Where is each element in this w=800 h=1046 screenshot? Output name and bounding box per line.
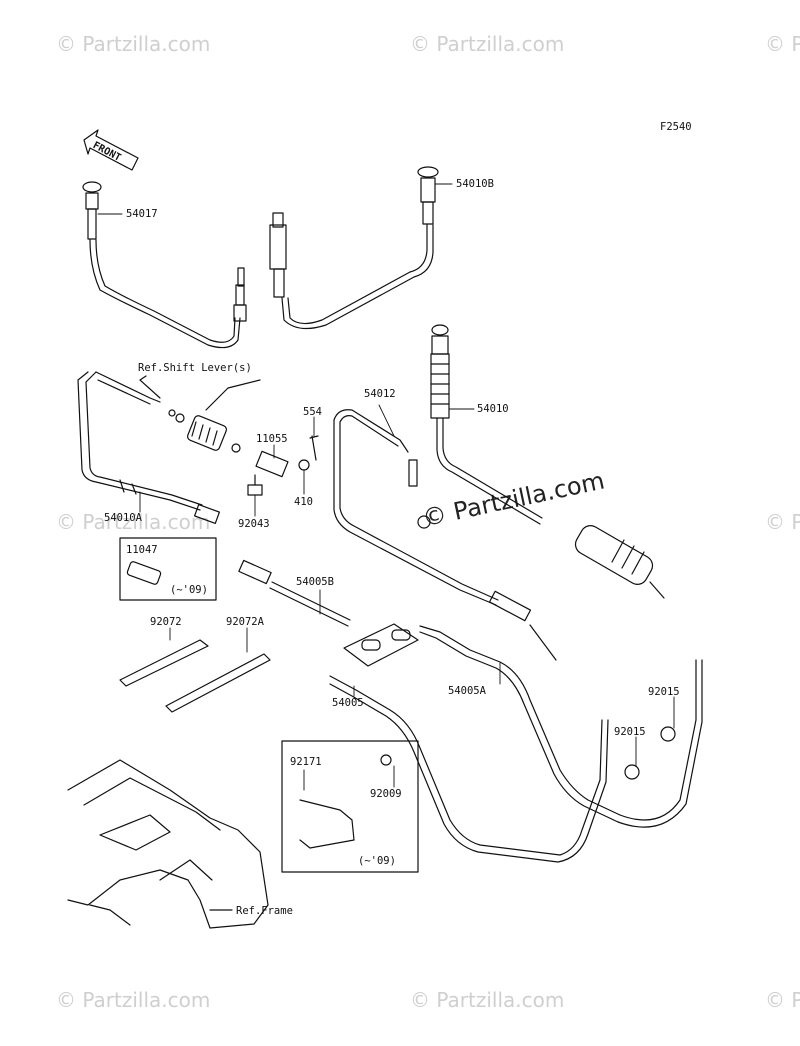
leader-lines bbox=[97, 183, 675, 911]
tie-92072a bbox=[165, 653, 271, 713]
cable-54005a bbox=[419, 625, 703, 828]
part-label-410: 410 bbox=[294, 496, 313, 508]
watermark: © Partzilla.com bbox=[765, 32, 800, 56]
watermark: © Partzilla.com bbox=[56, 988, 211, 1012]
part-label-54012: 54012 bbox=[364, 388, 396, 400]
tie-92072 bbox=[119, 639, 209, 687]
frame-reference bbox=[67, 759, 269, 929]
part-label-554: 554 bbox=[303, 406, 322, 418]
cable-54005 bbox=[329, 675, 609, 863]
cable-54010a bbox=[77, 371, 220, 525]
part-label-92072: 92072 bbox=[150, 616, 182, 628]
part-label-92009: 92009 bbox=[370, 788, 402, 800]
watermark: © Partzilla.com bbox=[765, 988, 800, 1012]
ref-frame: Ref.Frame bbox=[236, 905, 293, 917]
cable-54012 bbox=[333, 409, 557, 661]
cable-54010b bbox=[269, 166, 439, 330]
part-label-92072a: 92072A bbox=[226, 616, 264, 628]
watermark: © Partzilla.com bbox=[56, 32, 211, 56]
part-label-54005: 54005 bbox=[332, 697, 364, 709]
watermark: © Partzilla.com bbox=[56, 510, 211, 534]
note-until-09: (~'09) bbox=[170, 584, 208, 596]
box-92171 bbox=[281, 740, 419, 873]
watermark: © Partzilla.com bbox=[765, 510, 800, 534]
part-label-92043: 92043 bbox=[238, 518, 270, 530]
clamp-92015-lower bbox=[624, 764, 640, 780]
clamp-92015-upper bbox=[660, 726, 676, 742]
part-label-11055: 11055 bbox=[256, 433, 288, 445]
cable-bracket bbox=[343, 623, 419, 667]
part-label-54005a: 54005A bbox=[448, 685, 486, 697]
part-label-54010b: 54010B bbox=[456, 178, 494, 190]
figure-code: F2540 bbox=[660, 121, 692, 133]
ref-shift-lever: Ref.Shift Lever(s) bbox=[138, 362, 252, 374]
part-label-54010: 54010 bbox=[477, 403, 509, 415]
cable-54010 bbox=[430, 324, 665, 599]
note-until-09-b: (~'09) bbox=[358, 855, 396, 867]
watermark: © Partzilla.com bbox=[410, 32, 565, 56]
part-label-92171: 92171 bbox=[290, 756, 322, 768]
part-label-11047: 11047 bbox=[126, 544, 158, 556]
part-label-54005b: 54005B bbox=[296, 576, 334, 588]
cable-54005b bbox=[238, 559, 351, 627]
part-label-54017: 54017 bbox=[126, 208, 158, 220]
cable-54017 bbox=[82, 181, 247, 349]
part-label-92015-lower: 92015 bbox=[614, 726, 646, 738]
watermark: © Partzilla.com bbox=[410, 988, 565, 1012]
box-11047 bbox=[119, 537, 217, 601]
part-label-92015-upper: 92015 bbox=[648, 686, 680, 698]
part-label-54010a: 54010A bbox=[104, 512, 142, 524]
shift-lever-parts bbox=[139, 375, 319, 496]
front-arrow-icon bbox=[83, 129, 139, 171]
